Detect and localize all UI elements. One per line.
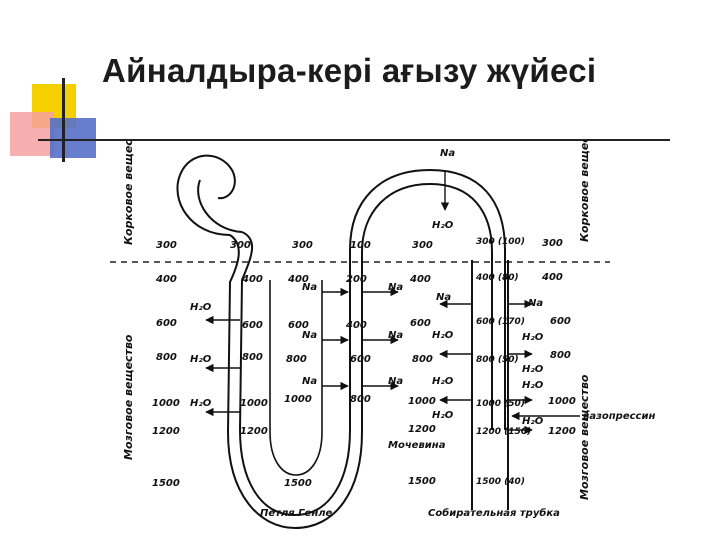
loop-henle-outer xyxy=(240,170,505,515)
loop-desc-5: 1200 xyxy=(240,426,268,437)
deco-blue-square xyxy=(50,118,96,158)
loop2-desc-1: 400 xyxy=(409,274,431,285)
ion-na-cd-1: Na xyxy=(436,292,451,303)
cd-val-6: 1500 (40) xyxy=(476,477,525,487)
left-osm-0: 300 xyxy=(156,240,177,251)
loop2-desc-0: 300 xyxy=(412,240,433,251)
deco-vertical-rule xyxy=(62,78,65,162)
loop-bottom: 1500 xyxy=(284,478,312,489)
cd-val-5: 1200 (150) xyxy=(476,427,531,437)
loop-desc-1: 400 xyxy=(241,274,263,285)
countercurrent-diagram: Корковое вещество Мозговое вещество Корк… xyxy=(110,140,670,535)
ion-na-right-2: Na xyxy=(388,330,403,341)
loop-desc-0: 300 xyxy=(230,240,251,251)
loop-asc-4: 1000 xyxy=(284,394,312,405)
cd-val-2: 600 (170) xyxy=(476,317,525,327)
ion-na-top: Na xyxy=(440,148,455,159)
label-urine: Мочевина xyxy=(388,440,446,451)
left-osm-5: 1200 xyxy=(152,426,180,437)
loop-col2-0: 100 xyxy=(350,240,371,251)
ion-na-right-3: Na xyxy=(388,376,403,387)
loop-col2-4: 800 xyxy=(350,394,371,405)
label-loop-henle: Петля Генле xyxy=(260,508,333,519)
loop-desc-3: 800 xyxy=(242,352,263,363)
zone-medulla-right: Мозговое вещество xyxy=(578,374,591,500)
slide-title: Айналдыра-кері ағызу жүйесі xyxy=(102,52,596,90)
cd-val-1: 400 (80) xyxy=(475,273,519,283)
loop2-desc-5: 1200 xyxy=(408,424,436,435)
label-collecting-duct: Собирательная трубка xyxy=(428,507,560,519)
cd-val-4: 1000 (50) xyxy=(476,399,525,409)
loop-col2-3: 600 xyxy=(350,354,371,365)
loop-col2-2: 400 xyxy=(345,320,367,331)
ion-water-rcd-3: H₂O xyxy=(522,380,544,391)
loop2-desc-2: 600 xyxy=(410,318,431,329)
loop2-desc-4: 1000 xyxy=(408,396,436,407)
left-osm-6: 1500 xyxy=(152,478,180,489)
ion-water-rcd-2: H₂O xyxy=(522,364,544,375)
ion-water-rcd-4: H₂O xyxy=(522,416,544,427)
zone-cortex-left: Корковое вещество xyxy=(122,140,135,245)
ion-water-left-1: H₂O xyxy=(190,302,212,313)
left-osm-1: 400 xyxy=(155,274,177,285)
zone-cortex-right: Корковое вещество xyxy=(578,140,591,242)
cd-val-3: 800 (50) xyxy=(476,355,519,365)
ion-water-left-2: H₂O xyxy=(190,354,212,365)
bowman-capsule xyxy=(177,156,234,235)
ion-water-top: H₂O xyxy=(432,220,454,231)
ion-water-rcd-1: H₂O xyxy=(522,332,544,343)
ion-na-mid-2: Na xyxy=(302,330,317,341)
loop2-desc-3: 800 xyxy=(412,354,433,365)
ion-water-cd-2: H₂O xyxy=(432,376,454,387)
loop-asc-2: 600 xyxy=(288,320,309,331)
loop-col2-1: 200 xyxy=(346,274,367,285)
loop-asc-1: 400 xyxy=(287,274,309,285)
ion-water-cd-3: H₂O xyxy=(432,410,454,421)
loop2-desc-6: 1500 xyxy=(408,476,436,487)
right-osm-2: 600 xyxy=(550,316,571,327)
deco-red-square xyxy=(10,112,54,156)
ion-na-rcd-1: Na xyxy=(528,298,543,309)
cd-val-0: 300 (100) xyxy=(476,237,525,247)
zone-medulla-left: Мозговое вещество xyxy=(122,334,135,460)
label-vasopressin: вазопрессин xyxy=(583,411,655,422)
ion-water-cd-1: H₂O xyxy=(432,330,454,341)
left-osm-2: 600 xyxy=(156,318,177,329)
right-osm-1: 400 xyxy=(541,272,563,283)
ion-na-mid-3: Na xyxy=(302,376,317,387)
loop-asc-3: 800 xyxy=(286,354,307,365)
left-osm-4: 1000 xyxy=(152,398,180,409)
right-osm-3: 800 xyxy=(550,350,571,361)
left-osm-3: 800 xyxy=(156,352,177,363)
right-osm-4: 1000 xyxy=(548,396,576,407)
arrow-group xyxy=(206,170,580,430)
loop-desc-4: 1000 xyxy=(240,398,268,409)
ion-na-right-1: Na xyxy=(388,282,403,293)
right-osm-5: 1200 xyxy=(548,426,576,437)
loop-asc-0: 300 xyxy=(292,240,313,251)
ion-water-left-3: H₂O xyxy=(190,398,212,409)
loop-desc-2: 600 xyxy=(242,320,263,331)
right-osm-0: 300 xyxy=(542,238,563,249)
